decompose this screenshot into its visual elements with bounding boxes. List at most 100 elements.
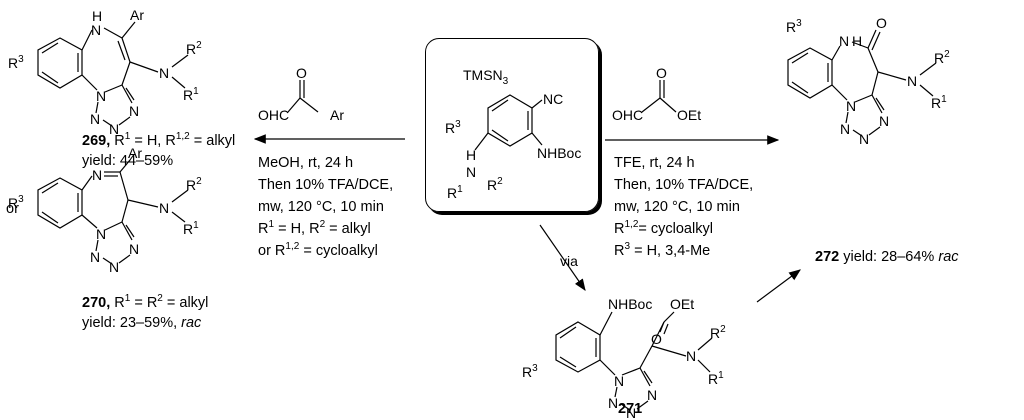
superscript: 1: [941, 94, 947, 105]
compound-271-caption: 271: [618, 398, 642, 420]
text-segment: R: [183, 221, 193, 237]
text-segment: = H, 3,4-Me: [630, 243, 711, 259]
atom-label: R3: [445, 119, 461, 136]
superscript: 3: [624, 241, 631, 252]
atom-label: N: [109, 121, 119, 137]
text-segment: R: [8, 195, 18, 211]
text-segment: Then 10% TFA/DCE,: [258, 177, 394, 193]
condition-line: or R1,2 = cycloalkyl: [258, 240, 393, 262]
atom-label: R3: [8, 54, 24, 71]
structure-270: [37, 159, 189, 265]
atom-label: N: [839, 33, 849, 49]
condition-line: Then, 10% TFA/DCE,: [614, 174, 753, 196]
atom-label: N: [91, 22, 101, 38]
condition-line: R1,2= cycloalkyl: [614, 218, 753, 240]
or-label: or: [6, 201, 19, 217]
starting-material-structure: [474, 94, 543, 151]
ethyl-glyoxylate-reagent: [641, 80, 677, 113]
via-label: via: [560, 253, 578, 269]
atom-label: N: [129, 241, 139, 257]
text-segment: R: [522, 364, 532, 380]
superscript: 1: [268, 219, 275, 230]
atom-label: OEt: [677, 107, 701, 123]
condition-line: R1 = H, R2 = alkyl: [258, 218, 393, 240]
atom-label: N: [159, 65, 169, 81]
text-segment: = H, R: [130, 133, 176, 149]
structure-271: [555, 311, 713, 411]
atom-label: H: [92, 8, 102, 24]
superscript: 3: [532, 363, 538, 374]
atom-label: N: [614, 373, 624, 389]
text-segment: R: [710, 325, 720, 341]
atom-label: N: [466, 164, 476, 180]
text-segment: R: [786, 19, 796, 35]
superscript: 2: [944, 49, 950, 60]
atom-label: N: [686, 348, 696, 364]
atom-label: N: [92, 167, 102, 183]
superscript: 1: [457, 184, 463, 195]
superscript: 2: [196, 40, 202, 51]
atom-label: N: [626, 405, 636, 420]
text-segment: or R: [258, 243, 286, 259]
text-segment: TMSN: [463, 67, 503, 83]
atom-label: H: [852, 33, 862, 49]
atom-label: N: [96, 226, 106, 242]
atom-label: R2: [186, 176, 202, 193]
atom-label: R2: [487, 176, 503, 193]
text-segment: R: [186, 177, 196, 193]
atom-label: N: [879, 113, 889, 129]
text-segment: R: [183, 87, 193, 103]
superscript: 2: [157, 293, 163, 304]
atom-label: O: [651, 331, 662, 347]
text-segment: yield: 44–59%: [82, 153, 174, 169]
text-segment: R: [110, 133, 125, 149]
text-segment: R: [8, 55, 18, 71]
atom-label: Ar: [130, 7, 144, 23]
superscript: 1: [124, 293, 131, 304]
atom-label: NC: [543, 91, 563, 107]
text-segment: = H, R: [274, 221, 320, 237]
atom-label: N: [129, 103, 139, 119]
atom-label: OHC: [258, 107, 289, 123]
superscript: 1,2: [175, 131, 190, 142]
text-segment: R: [931, 95, 941, 111]
via-arrow: [539, 224, 586, 291]
atom-label: N: [859, 131, 869, 147]
text-segment: mw, 120 °C, 10 min: [258, 199, 384, 215]
structure-269: [37, 21, 189, 127]
atom-label: R3: [8, 194, 24, 211]
superscript: 3: [796, 18, 802, 29]
text-segment: rac: [938, 249, 959, 265]
superscript: 2: [319, 219, 326, 230]
atom-label: R2: [934, 49, 950, 66]
condition-line: mw, 120 °C, 10 min: [258, 196, 393, 218]
superscript: 1: [718, 370, 724, 381]
atom-label: R3: [786, 18, 802, 35]
subscript: 3: [503, 76, 509, 87]
compound-269-yield: yield: 44–59%: [82, 150, 173, 172]
starting-material-box: [425, 38, 599, 212]
text-segment: R: [258, 221, 269, 237]
structure-272: [787, 29, 937, 137]
atom-label: N: [159, 200, 169, 216]
text-segment: R: [614, 221, 625, 237]
atom-label: N: [608, 395, 618, 411]
text-segment: = R: [130, 295, 158, 311]
text-segment: = alkyl: [162, 295, 209, 311]
text-segment: 271: [618, 401, 643, 417]
text-segment: 270,: [82, 295, 111, 311]
condition-line: R3 = H, 3,4-Me: [614, 240, 753, 262]
glyoxal-reagent: [287, 80, 319, 113]
text-segment: R: [614, 243, 625, 259]
compound-272-caption: 272 yield: 28–64% rac: [815, 246, 959, 268]
atom-label: NHBoc: [608, 296, 652, 312]
text-segment: R: [934, 50, 944, 66]
text-segment: R: [487, 177, 497, 193]
atom-label: O: [656, 65, 667, 81]
superscript: 2: [720, 324, 726, 335]
superscript: 1: [124, 131, 131, 142]
text-segment: 269,: [82, 133, 111, 149]
text-segment: rac: [181, 315, 202, 331]
superscript: 3: [18, 54, 24, 65]
